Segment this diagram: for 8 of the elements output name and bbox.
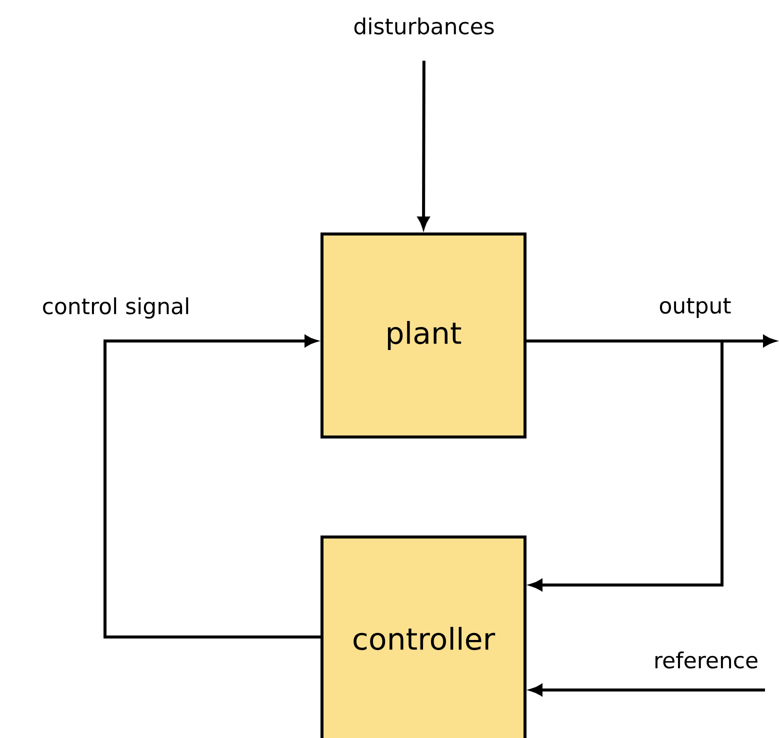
arrow bbox=[526, 340, 724, 591]
arrow bbox=[104, 335, 320, 638]
process-box: controller bbox=[320, 536, 526, 738]
edge-label: output bbox=[658, 296, 732, 319]
process-box: plant bbox=[320, 232, 526, 438]
edge-label: control signal bbox=[40, 296, 192, 320]
edge-label: reference bbox=[652, 650, 760, 670]
input-label: disturbances bbox=[354, 17, 494, 34]
